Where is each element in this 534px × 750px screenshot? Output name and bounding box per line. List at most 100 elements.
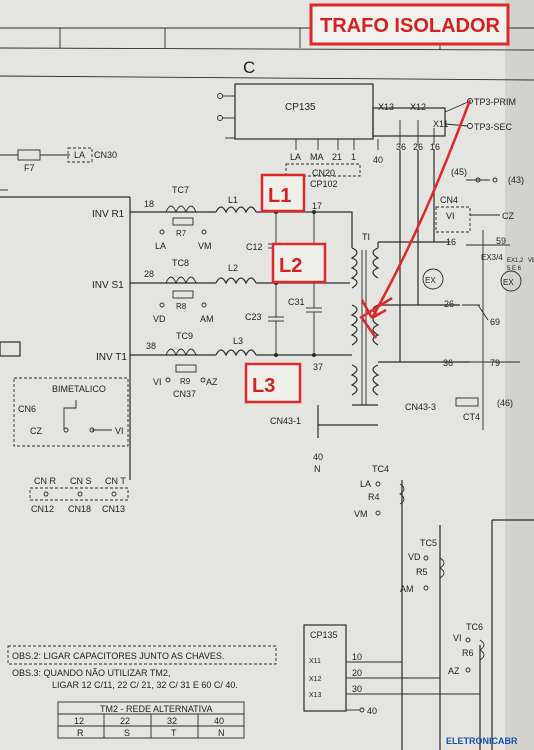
transformer-ti: TI <box>340 211 470 406</box>
obs3a: OBS.3: QUANDO NÃO UTILIZAR TM2, <box>12 668 170 678</box>
l1-label: L1 <box>228 195 238 205</box>
cn-s: CN S <box>70 476 92 486</box>
c23: C23 <box>245 312 262 322</box>
ve: VE <box>528 258 534 264</box>
pin-16: 16 <box>430 142 440 152</box>
red-arrows <box>359 99 472 339</box>
cn-r: CN R <box>34 476 56 486</box>
bimetal-cz: CZ <box>30 426 42 436</box>
n69: 69 <box>490 317 500 327</box>
tc5-b: AM <box>400 584 414 594</box>
s-a: VD <box>153 314 166 324</box>
obs3b: LIGAR 12 C/11, 22 C/ 21, 32 C/ 31 E 60 C… <box>52 680 238 690</box>
cp135b-x13: X13 <box>309 692 322 699</box>
inv-t1: INV T1 <box>96 352 127 363</box>
f7-label: F7 <box>24 163 35 173</box>
ex34: EX3/4 <box>481 253 503 262</box>
banner-title: TRAFO ISOLADOR <box>320 15 501 37</box>
fuse-f7: F7 LA CN30 <box>0 147 117 173</box>
pin-36: 36 <box>396 142 406 152</box>
bimetal-title: BIMETALICO <box>52 384 106 394</box>
bimetalico-box: BIMETALICO CN6 CZ VI <box>13 377 129 447</box>
n79: 79 <box>490 358 500 368</box>
obs2: OBS.2: LIGAR CAPACITORES JUNTO AS CHAVES… <box>12 651 224 661</box>
n59: 59 <box>496 236 506 246</box>
r7: R7 <box>176 229 187 238</box>
tc8: TC8 <box>172 258 189 268</box>
tm2-title: TM2 - REDE ALTERNATIVA <box>100 704 213 714</box>
phase-t: INV T1 38 TC9 R9 VI AZ CN37 L3 <box>96 331 340 399</box>
inv-s1: INV S1 <box>92 280 124 291</box>
tp3-prim: TP3-PRIM <box>474 97 516 107</box>
n17: 17 <box>312 201 322 211</box>
n16: 16 <box>446 237 456 247</box>
tc4-b: VM <box>354 509 368 519</box>
cn12: CN12 <box>31 504 54 514</box>
cp135b-20: 20 <box>352 668 362 678</box>
r9: R9 <box>180 377 191 386</box>
r5: R5 <box>416 567 428 577</box>
l3-text: L3 <box>252 375 275 397</box>
pin-la: LA <box>290 152 301 162</box>
trafo-isolador-banner: TRAFO ISOLADOR <box>309 3 510 46</box>
l3-label: L3 <box>233 336 243 346</box>
r8: R8 <box>176 302 187 311</box>
n37: 37 <box>313 362 323 372</box>
cn4-vi: VI <box>446 211 455 221</box>
pin-ma: MA <box>310 152 324 162</box>
tc5-a: VD <box>408 552 421 562</box>
n26: 26 <box>444 299 454 309</box>
l2-label: L2 <box>228 263 238 273</box>
cn30-label: CN30 <box>94 150 117 160</box>
tc6-a: VI <box>453 633 462 643</box>
bottom-connectors: CN R CN S CN T CN12 CN18 CN13 <box>29 476 129 514</box>
c31: C31 <box>288 297 305 307</box>
c12: C12 <box>246 242 263 252</box>
cp102-label: CP102 <box>310 179 338 189</box>
cp135b-40: 40 <box>367 706 377 716</box>
chip-x12: X12 <box>410 102 426 112</box>
section-letter: C <box>243 58 255 77</box>
cp135b-x12: X12 <box>309 676 322 683</box>
tm2-l1: S <box>124 728 130 738</box>
pin-1: 1 <box>351 152 356 162</box>
t-a: VI <box>153 377 162 387</box>
tm2-table: TM2 - REDE ALTERNATIVA 12 22 32 40 R S T… <box>57 701 245 739</box>
cn30-la: LA <box>74 150 85 160</box>
right-sensors: TC4 LA R4 VM TC5 VD R5 AM TC6 VI R6 AZ <box>354 464 534 750</box>
cp135b-name: CP135 <box>310 630 338 640</box>
cn4-cz: CZ <box>502 211 514 221</box>
t-num: 38 <box>146 341 156 351</box>
cp135-bottom: CP135 X11 X12 X13 10 20 30 40 <box>303 624 480 716</box>
pin-21: 21 <box>332 152 342 162</box>
n40: 40 <box>313 452 323 462</box>
nN: N <box>314 464 321 474</box>
tm2-l2: T <box>171 728 177 738</box>
cn37: CN37 <box>173 389 196 399</box>
p43: (43) <box>508 175 524 185</box>
cn43-1: CN43-1 <box>270 416 301 426</box>
tc6-b: AZ <box>448 666 460 676</box>
r-b: VM <box>198 241 212 251</box>
phase-s: INV S1 28 TC8 R8 VD AM L2 <box>92 258 340 324</box>
r6: R6 <box>462 648 474 658</box>
tm2-n0: 12 <box>74 716 84 726</box>
cn20-label: CN20 <box>312 168 335 178</box>
n36: 36 <box>443 358 453 368</box>
cn6: CN6 <box>18 404 36 414</box>
cn43-3: CN43-3 <box>405 402 436 412</box>
ti-label: TI <box>362 232 370 242</box>
tc5: TC5 <box>420 538 437 548</box>
tm2-l3: N <box>218 728 225 738</box>
cp135b-x11: X11 <box>309 658 321 665</box>
ex12: EX1,2 <box>507 258 524 264</box>
watermark: ELETRONICABR <box>446 736 518 746</box>
cn13: CN13 <box>102 504 125 514</box>
tp3-sec: TP3-SEC <box>474 122 513 132</box>
cn-t: CN T <box>105 476 126 486</box>
l2-callout: L2 <box>271 242 327 284</box>
notes-block: OBS.2: LIGAR CAPACITORES JUNTO AS CHAVES… <box>7 645 277 690</box>
pin-40: 40 <box>373 155 383 165</box>
tm2-n2: 32 <box>167 716 177 726</box>
